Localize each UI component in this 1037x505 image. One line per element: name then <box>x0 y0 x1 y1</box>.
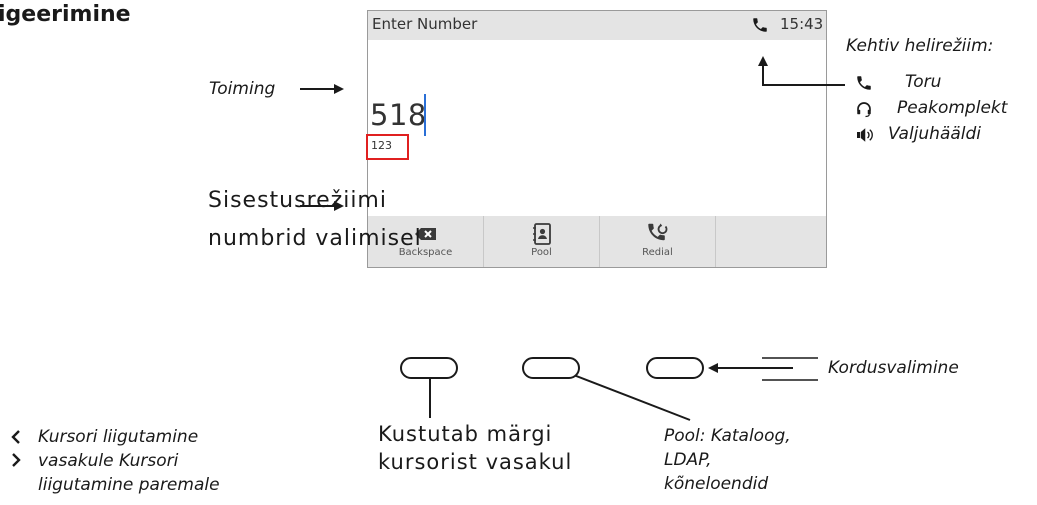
softkey-label: Backspace <box>398 247 453 258</box>
legend-handset: Toru <box>855 72 941 92</box>
nav-caption-line3: liigutamine paremale <box>38 475 220 495</box>
pool-caption-line3: kõneloendid <box>664 474 769 494</box>
headset-icon <box>857 102 871 118</box>
dialed-number[interactable]: 518 <box>370 98 427 132</box>
physical-key-3[interactable] <box>646 357 704 379</box>
input-mode-caption-line2: numbrid valimisel <box>208 226 422 251</box>
physical-key-1[interactable] <box>400 357 458 379</box>
input-mode-caption-line1: Sisestusrežiimi <box>208 188 387 213</box>
screen-title: Enter Number <box>372 15 478 33</box>
directory-icon <box>532 223 551 245</box>
page-title: igeerimine <box>0 2 131 27</box>
backspace-icon <box>414 228 436 240</box>
clock-time: 15:43 <box>780 15 824 33</box>
physical-key-2[interactable] <box>522 357 580 379</box>
input-mode-indicator: 123 <box>366 134 409 160</box>
backspace-softkey[interactable]: Backspace <box>368 216 484 267</box>
legend-handset-label: Toru <box>905 72 942 92</box>
pool-softkey[interactable]: Pool <box>484 216 600 267</box>
softkey-label: Pool <box>531 247 552 258</box>
sound-mode-title: Kehtiv helirežiim: <box>846 36 994 56</box>
legend-speaker-label: Valjuhääldi <box>888 124 982 144</box>
toiming-label: Toiming <box>209 79 276 99</box>
pool-caption-line1: Pool: Kataloog, <box>664 426 791 446</box>
handset-icon <box>857 76 871 90</box>
redial-label: Kordusvalimine <box>828 358 959 378</box>
text-cursor <box>424 94 426 136</box>
nav-caption-line2: vasakule Kursori <box>38 451 179 471</box>
status-bar: Enter Number 15:43 <box>368 11 826 40</box>
softkey-label: Redial <box>642 247 673 258</box>
physical-key-4[interactable] <box>764 357 822 379</box>
softkey-bar: Backspace Pool Redial <box>368 216 826 267</box>
backspace-caption-line1: Kustutab märgi <box>378 422 553 446</box>
legend-headset: Peakomplekt <box>855 98 1007 118</box>
speaker-icon <box>857 128 873 142</box>
chevron-right-icon <box>12 453 21 467</box>
redial-softkey[interactable]: Redial <box>600 216 716 267</box>
handset-icon <box>753 18 767 32</box>
backspace-caption-line2: kursorist vasakul <box>378 450 573 474</box>
sound-mode-arrow <box>758 56 845 86</box>
phone-screen: Enter Number 15:43 518 123 Backspace Poo… <box>366 10 827 268</box>
legend-headset-label: Peakomplekt <box>897 98 1008 118</box>
chevron-left-icon <box>11 430 20 444</box>
pool-caption-line2: LDAP, <box>664 450 712 470</box>
legend-speaker: Valjuhääldi <box>855 124 981 144</box>
nav-caption-line1: Kursori liigutamine <box>38 427 199 447</box>
input-mode-label: 123 <box>371 139 392 152</box>
redial-icon <box>647 223 667 241</box>
